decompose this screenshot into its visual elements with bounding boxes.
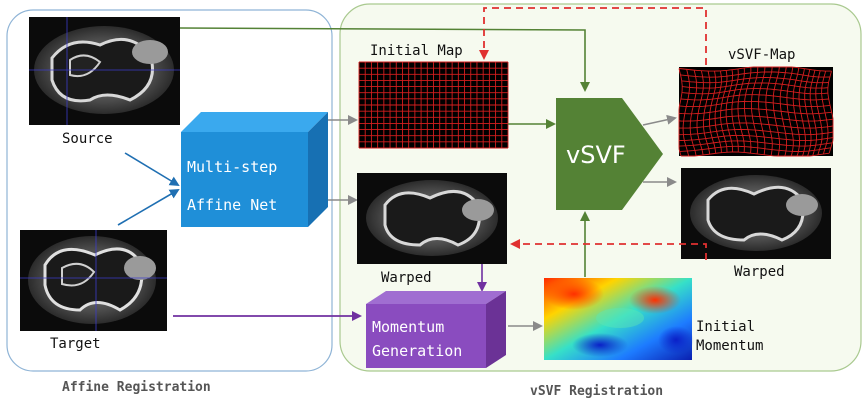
- vsvf-registration-title: vSVF Registration: [530, 384, 663, 399]
- initial-momentum-label-line2: Momentum: [696, 338, 763, 354]
- vsvf-map-grid-line: [678, 122, 834, 129]
- momentum-generation-block: [366, 291, 506, 368]
- warped-center-image: [357, 173, 507, 264]
- arrow-source-to-affine: [124, 152, 180, 187]
- warped-right-label: Warped: [734, 264, 785, 280]
- target-label: Target: [50, 336, 101, 352]
- vsvf-map-grid-line: [681, 88, 828, 95]
- momentum-label-line2: Generation: [372, 342, 462, 360]
- vsvf-map-grid: [678, 66, 834, 157]
- vsvf-map-grid-line: [680, 71, 830, 78]
- vsvf-map-grid-line: [679, 145, 831, 152]
- vsvf-map-grid-line: [678, 134, 834, 142]
- vsvf-block: [556, 98, 663, 210]
- affine-net-block: [181, 112, 328, 227]
- arrow-target-to-affine: [117, 188, 180, 226]
- affine-net-label-line2: Affine Net: [187, 196, 277, 214]
- affine-net-label-line1: Multi-step: [187, 158, 277, 176]
- dashed-warped-feedback-arrow: [510, 239, 707, 260]
- vsvf-map-grid-line: [678, 66, 832, 72]
- vsvf-map-grid-line: [678, 129, 834, 136]
- warped-center-label: Warped: [381, 270, 432, 286]
- vsvf-map-grid-line: [681, 77, 829, 84]
- arrow-vsvf-to-map: [642, 114, 677, 126]
- source-image: [29, 17, 180, 125]
- vsvf-map-grid-line: [682, 82, 828, 89]
- initial-momentum-heatmap: [544, 278, 694, 360]
- dashed-map-feedback-arrow: [479, 7, 707, 65]
- initial-map-grid: [358, 61, 509, 149]
- vsvf-block-label: vSVF: [566, 141, 626, 169]
- affine-registration-title: Affine Registration: [62, 380, 211, 395]
- vsvf-map-grid-line: [681, 151, 830, 157]
- source-label: Source: [62, 131, 113, 147]
- vsvf-map-grid-line: [678, 108, 832, 115]
- initial-momentum-label-line1: Initial: [696, 319, 755, 335]
- target-image: [20, 230, 167, 331]
- vsvf-map-grid-line: [678, 115, 834, 122]
- warped-right-image: [681, 168, 831, 259]
- momentum-label-line1: Momentum: [372, 318, 444, 336]
- vsvf-map-label: vSVF-Map: [728, 47, 795, 63]
- vsvf-map-grid-line: [678, 140, 833, 147]
- arrow-source-to-vsvf: [179, 27, 590, 92]
- vsvf-map-grid-line: [680, 94, 829, 101]
- initial-map-label: Initial Map: [370, 43, 463, 59]
- vsvf-map-grid-line: [679, 100, 831, 108]
